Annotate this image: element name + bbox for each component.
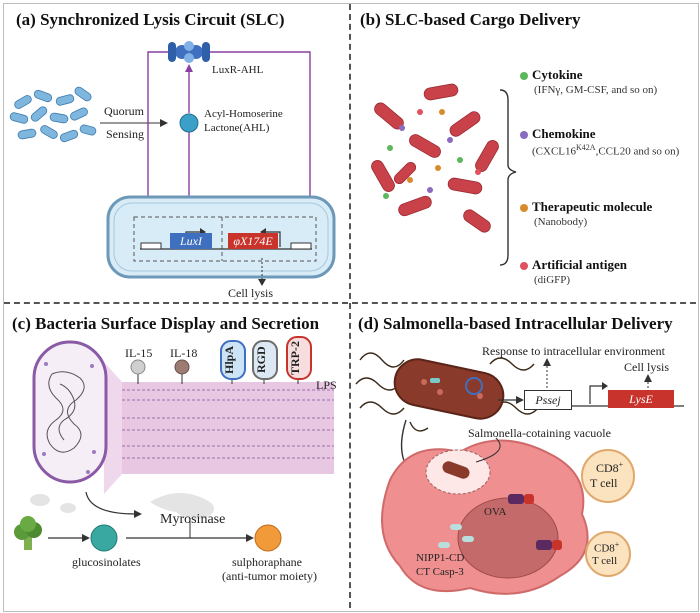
vertical-divider xyxy=(349,4,351,608)
il15-protein-icon xyxy=(130,359,146,375)
tcell-2-icon xyxy=(585,531,631,577)
panel-c: (c) Bacteria Surface Display and Secreti… xyxy=(0,304,349,610)
payload-label-2: CT Casp-3 xyxy=(416,566,464,578)
glucosinolates-label: glucosinolates xyxy=(72,555,141,569)
secretion-arrow xyxy=(85,491,137,515)
trp2-pill: TRP-2 xyxy=(286,336,312,380)
cytokine-label: Cytokine xyxy=(532,67,583,82)
chemokine-detail: (CXCL16K42A,CCL20 and so on) xyxy=(532,143,680,158)
mhc-receptor-1 xyxy=(508,494,534,504)
tcell-2-label-1: CD8+ xyxy=(594,540,620,555)
hlpa-pill: HlpA xyxy=(220,340,246,380)
therapeutic-dot-icon xyxy=(520,204,528,212)
quorum-label: Quorum xyxy=(104,104,144,118)
panel-b: (b) SLC-based Cargo Delivery xyxy=(350,0,697,302)
panel-b-title: (b) SLC-based Cargo Delivery xyxy=(360,10,581,29)
response-label: Response to intracellular environment xyxy=(482,344,665,358)
payload-capsules xyxy=(438,524,474,548)
lps-label: LPS xyxy=(316,378,337,392)
bacteria-cluster-icon xyxy=(9,86,97,143)
myrosinase-shape xyxy=(150,493,215,520)
rgd-pill: RGD xyxy=(252,340,278,380)
panel-a: (a) Synchronized Lysis Circuit (SLC) xyxy=(0,0,349,302)
vacuole-label: Salmonella-cotaining vacuole xyxy=(468,426,611,440)
cargo-dots xyxy=(383,109,481,199)
il18-label: IL-18 xyxy=(170,346,198,360)
mhc-receptor-2 xyxy=(536,540,562,550)
therapeutic-label: Therapeutic molecule xyxy=(532,199,653,214)
cytokine-detail: (IFNγ, GM-CSF, and so on) xyxy=(534,84,658,96)
sulphoraphane-molecule-icon xyxy=(254,524,282,552)
panel-b-graphics xyxy=(371,83,517,266)
cell-lysis-label: Cell lysis xyxy=(228,286,274,300)
glucosinolate-molecule-icon xyxy=(90,524,118,552)
therapeutic-detail: (Nanobody) xyxy=(534,216,588,228)
figure-frame xyxy=(3,3,699,612)
il18-protein-icon xyxy=(174,359,190,375)
bacterium-cell xyxy=(106,195,336,279)
ahl-label-1: Acyl-Homoserine xyxy=(204,108,283,120)
panel-a-graphics xyxy=(9,41,336,286)
salmonella-icon xyxy=(355,352,539,432)
ahl-label-2: Lactone(AHL) xyxy=(204,122,270,134)
payload-label-1: NIPP1-CD xyxy=(416,552,465,564)
brace xyxy=(499,89,517,266)
antigen-label: Artificial antigen xyxy=(532,257,627,272)
myrosinase-label: Myrosinase xyxy=(160,512,226,527)
bacteria-rods-icon xyxy=(371,83,499,233)
panel-d-graphics xyxy=(355,352,684,595)
antigen-dot-icon xyxy=(520,262,528,270)
tcell-1-icon xyxy=(581,449,635,503)
plasmid-box xyxy=(133,216,317,262)
chemokine-dot-icon xyxy=(520,131,528,139)
phix174e-gene: φX174E xyxy=(228,233,278,249)
luxr-receptor-icon xyxy=(168,41,210,63)
pssej-promoter: Pssej xyxy=(524,390,572,410)
panel-a-title: (a) Synchronized Lysis Circuit (SLC) xyxy=(16,10,285,29)
lysis-label: Cell lysis xyxy=(624,360,670,374)
genome-icon xyxy=(46,371,85,453)
sensing-label: Sensing xyxy=(106,127,145,141)
tcell-2-label-2: T cell xyxy=(592,555,618,567)
panel-c-title: (c) Bacteria Surface Display and Secreti… xyxy=(12,314,320,333)
cytokine-dot-icon xyxy=(520,72,528,80)
ova-label: OVA xyxy=(484,506,507,518)
anti-tumor-label: (anti-tumor moiety) xyxy=(222,569,317,583)
broccoli-icon xyxy=(14,516,42,550)
tcell-1-label-2: T cell xyxy=(590,476,618,490)
panel-c-graphics xyxy=(14,340,334,552)
tcell-1-label-1: CD8+ xyxy=(596,460,624,475)
lyse-gene: LysE xyxy=(608,390,674,408)
ahl-molecule-icon xyxy=(179,113,199,133)
horizontal-divider xyxy=(4,302,696,304)
membrane-band xyxy=(122,382,334,474)
antigen-detail: (diGFP) xyxy=(534,274,571,286)
panel-d-title: (d) Salmonella-based Intracellular Deliv… xyxy=(358,314,673,333)
chemokine-label: Chemokine xyxy=(532,126,596,141)
luxi-gene: LuxI xyxy=(170,233,212,249)
il15-label: IL-15 xyxy=(125,346,153,360)
sulphoraphane-label: sulphoraphane xyxy=(232,555,302,569)
receptor-label: LuxR-AHL xyxy=(212,64,264,76)
panel-d: (d) Salmonella-based Intracellular Deliv… xyxy=(350,304,697,610)
